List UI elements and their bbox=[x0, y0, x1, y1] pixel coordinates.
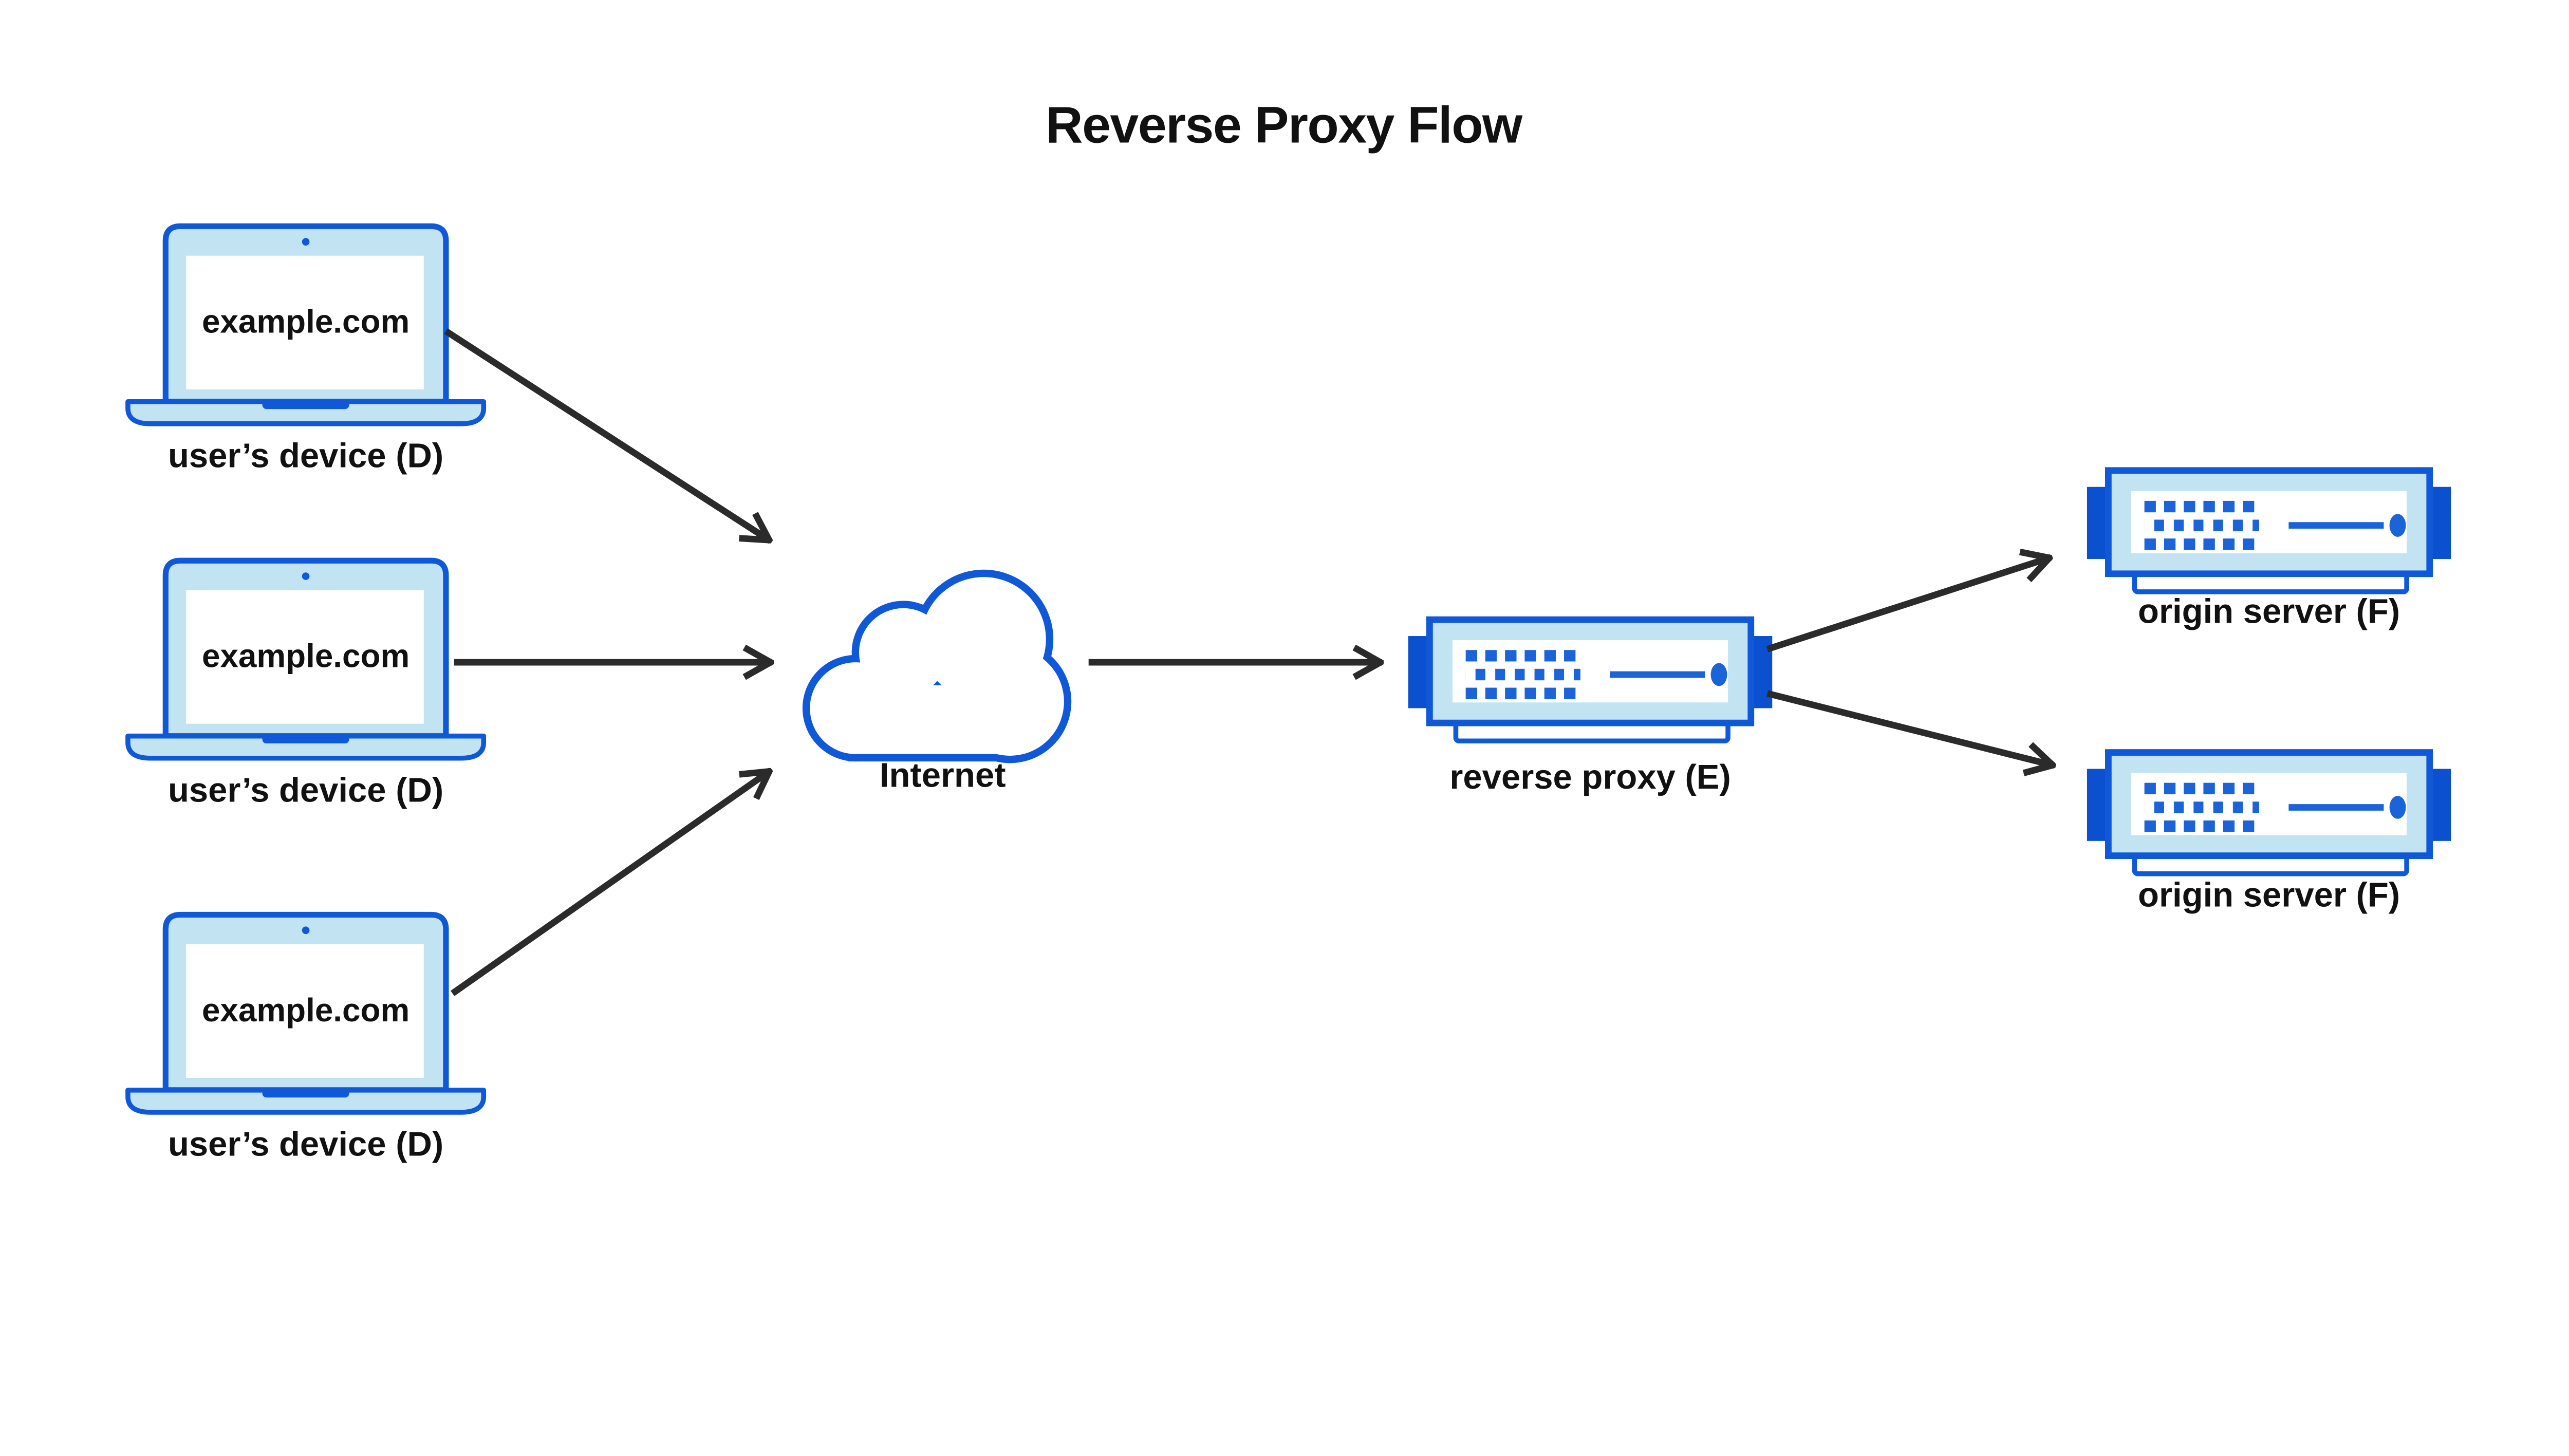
device-3-label: user’s device (D) bbox=[168, 1125, 443, 1164]
origin-server-1-icon bbox=[2087, 471, 2451, 592]
origin-server-1-label: origin server (F) bbox=[2138, 592, 2400, 631]
reverse-proxy-server-icon bbox=[1408, 620, 1772, 741]
device-1-screen-text: example.com bbox=[202, 303, 409, 340]
device-2-label: user’s device (D) bbox=[168, 771, 443, 809]
reverse-proxy-label: reverse proxy (E) bbox=[1449, 758, 1730, 796]
device-3-screen-text: example.com bbox=[202, 992, 409, 1029]
arrow-device-3-to-internet bbox=[451, 771, 771, 996]
arrow-reverse-proxy-to-origin-1 bbox=[1766, 557, 2051, 652]
internet-label: Internet bbox=[880, 756, 1006, 795]
origin-server-2-label: origin server (F) bbox=[2138, 876, 2400, 914]
device-2-screen-text: example.com bbox=[202, 638, 409, 675]
diagram-canvas: Reverse Proxy Flow example.com example.c… bbox=[125, 96, 2454, 1164]
internet-cloud-icon bbox=[802, 569, 1072, 763]
page-title: Reverse Proxy Flow bbox=[1046, 97, 1523, 154]
origin-server-2-icon bbox=[2087, 753, 2451, 874]
flow-arrows bbox=[444, 328, 2054, 996]
arrow-reverse-proxy-to-origin-2 bbox=[1766, 690, 2054, 766]
arrow-device-1-to-internet bbox=[444, 328, 771, 544]
device-1-label: user’s device (D) bbox=[168, 436, 443, 475]
